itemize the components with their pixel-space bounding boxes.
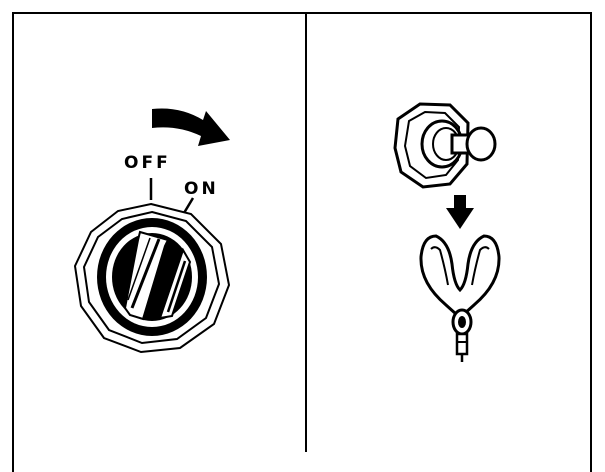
panel-divider	[305, 12, 307, 452]
label-on: ON	[184, 179, 219, 199]
terminal-post-icon	[393, 102, 497, 189]
diagram-canvas: OFF ON	[73, 102, 501, 362]
spade-clip-icon	[419, 234, 501, 362]
on-tick-mark	[182, 197, 195, 214]
label-off: OFF	[124, 153, 171, 173]
down-arrow-icon	[446, 195, 474, 229]
figure-frame	[12, 12, 592, 472]
right-panel	[393, 102, 501, 362]
left-panel: OFF ON	[73, 108, 231, 354]
rotary-knob-icon	[73, 202, 231, 354]
curved-arrow-icon	[152, 108, 230, 146]
